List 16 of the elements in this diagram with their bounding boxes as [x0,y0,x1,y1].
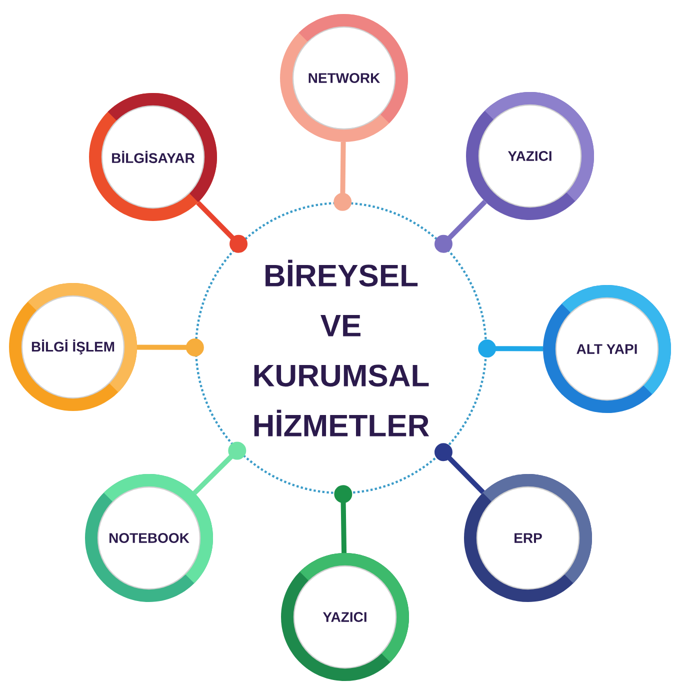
connector-line [137,338,204,356]
connector-line [334,485,352,554]
connector-line [334,142,352,211]
ring-node: ALT YAPI [543,285,671,413]
ring-node: YAZICI [466,92,594,220]
ring-node: NOTEBOOK [85,474,213,602]
connector-line [196,200,248,253]
connector-line [192,442,246,495]
ring-node: ERP [464,474,592,602]
connector-line [434,200,487,253]
connector-line [478,340,544,358]
ring-node: NETWORK [280,14,408,142]
ring-node: YAZICI [281,553,409,681]
ring-node: BİLGİSAYAR [89,93,217,221]
connector-line [434,443,485,494]
ring-node: BİLGİ İŞLEM [9,283,137,411]
